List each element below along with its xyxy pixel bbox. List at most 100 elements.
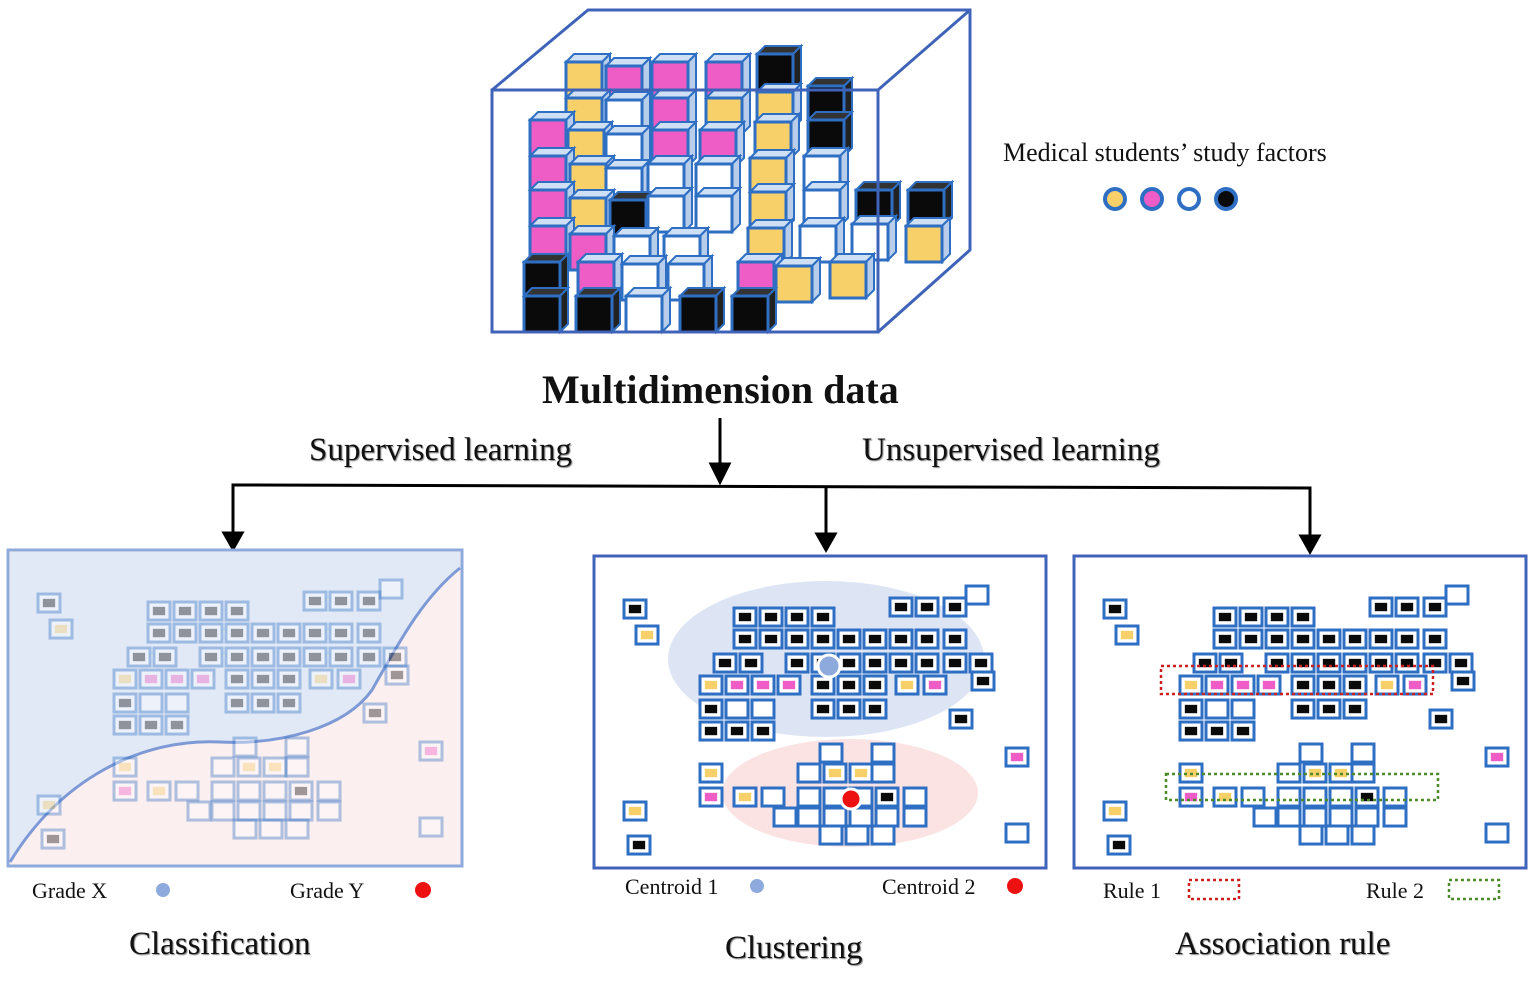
data-point	[1342, 674, 1368, 696]
rule-2-box	[1164, 772, 1440, 802]
data-point	[758, 606, 784, 628]
data-point	[622, 800, 648, 822]
data-point	[1230, 698, 1256, 720]
data-point	[914, 652, 940, 674]
data-point	[1264, 628, 1290, 650]
data-point	[126, 646, 152, 668]
data-point	[1298, 824, 1324, 846]
data-point	[1402, 674, 1428, 696]
data-point	[1448, 652, 1474, 674]
data-point	[1256, 674, 1282, 696]
data-point	[1204, 674, 1230, 696]
data-point	[750, 720, 776, 742]
data-point	[942, 596, 968, 618]
data-point	[1178, 674, 1204, 696]
data-point	[382, 646, 408, 668]
association-data-points	[1102, 584, 1510, 856]
study-factor-legend-dots	[1103, 187, 1238, 211]
data-point	[1240, 786, 1266, 808]
data-point	[224, 646, 250, 668]
data-point	[1290, 674, 1316, 696]
rule-1-legend-box	[1187, 878, 1241, 901]
data-point	[922, 674, 948, 696]
data-point	[1316, 628, 1342, 650]
data-point	[1238, 606, 1264, 628]
data-cube-block	[827, 251, 877, 301]
data-point	[378, 578, 404, 600]
data-point	[914, 628, 940, 650]
data-point	[1230, 674, 1256, 696]
association-panel	[1072, 554, 1528, 870]
grade-y-label: Grade Y	[290, 878, 365, 903]
data-point	[1230, 720, 1256, 742]
data-point	[1204, 720, 1230, 742]
data-point	[1252, 806, 1278, 828]
data-point	[1342, 698, 1368, 720]
data-point	[970, 670, 996, 692]
factor-dot-white	[1177, 187, 1201, 211]
data-point	[210, 800, 236, 822]
data-point	[152, 646, 178, 668]
data-point	[146, 780, 172, 802]
data-point	[1204, 698, 1230, 720]
data-point	[1290, 698, 1316, 720]
rule-1-label: Rule 1	[1103, 878, 1162, 903]
data-point	[210, 756, 236, 778]
data-point	[818, 742, 844, 764]
data-point	[1450, 670, 1476, 692]
data-point	[262, 800, 288, 822]
data-point	[1114, 624, 1140, 646]
data-point	[336, 668, 362, 690]
data-point	[758, 628, 784, 650]
data-point	[1354, 806, 1380, 828]
data-point	[172, 622, 198, 644]
data-point	[1394, 652, 1420, 674]
centroid-1-marker	[816, 653, 842, 679]
data-point	[250, 668, 276, 690]
data-point	[1394, 596, 1420, 618]
centroid-1-dot	[750, 879, 764, 893]
data-point	[284, 736, 310, 758]
factor-dot-yellow	[1103, 187, 1127, 211]
data-point	[902, 786, 928, 808]
centroid-2-label: Centroid 2	[882, 874, 976, 899]
data-point	[1102, 800, 1128, 822]
data-point	[198, 600, 224, 622]
data-point	[224, 622, 250, 644]
data-point	[288, 780, 314, 802]
classification-title: Classification	[129, 926, 311, 962]
data-point	[224, 600, 250, 622]
data-point	[1382, 806, 1408, 828]
data-point	[862, 628, 888, 650]
data-point	[810, 606, 836, 628]
data-point	[328, 590, 354, 612]
data-point	[1422, 652, 1448, 674]
data-point	[1422, 596, 1448, 618]
data-point	[174, 780, 200, 802]
data-point	[784, 628, 810, 650]
data-point	[232, 818, 258, 840]
grade-x-label: Grade X	[32, 878, 108, 903]
data-point	[250, 646, 276, 668]
data-cube-block	[623, 285, 673, 335]
data-point	[1316, 674, 1342, 696]
data-point	[1218, 652, 1244, 674]
clustering-title: Clustering	[725, 930, 863, 966]
data-point	[1106, 834, 1132, 856]
data-point	[186, 800, 212, 822]
data-point	[626, 834, 652, 856]
data-point	[870, 742, 896, 764]
data-point	[968, 652, 994, 674]
data-point	[1350, 742, 1376, 764]
data-point	[418, 816, 444, 838]
data-point	[822, 762, 848, 784]
data-point	[356, 646, 382, 668]
data-point	[1316, 698, 1342, 720]
data-point	[836, 674, 862, 696]
data-point	[1428, 708, 1454, 730]
centroid-1-label: Centroid 1	[625, 874, 719, 899]
data-point	[698, 762, 724, 784]
data-point	[810, 698, 836, 720]
data-point	[1212, 786, 1238, 808]
data-point	[1178, 786, 1204, 808]
